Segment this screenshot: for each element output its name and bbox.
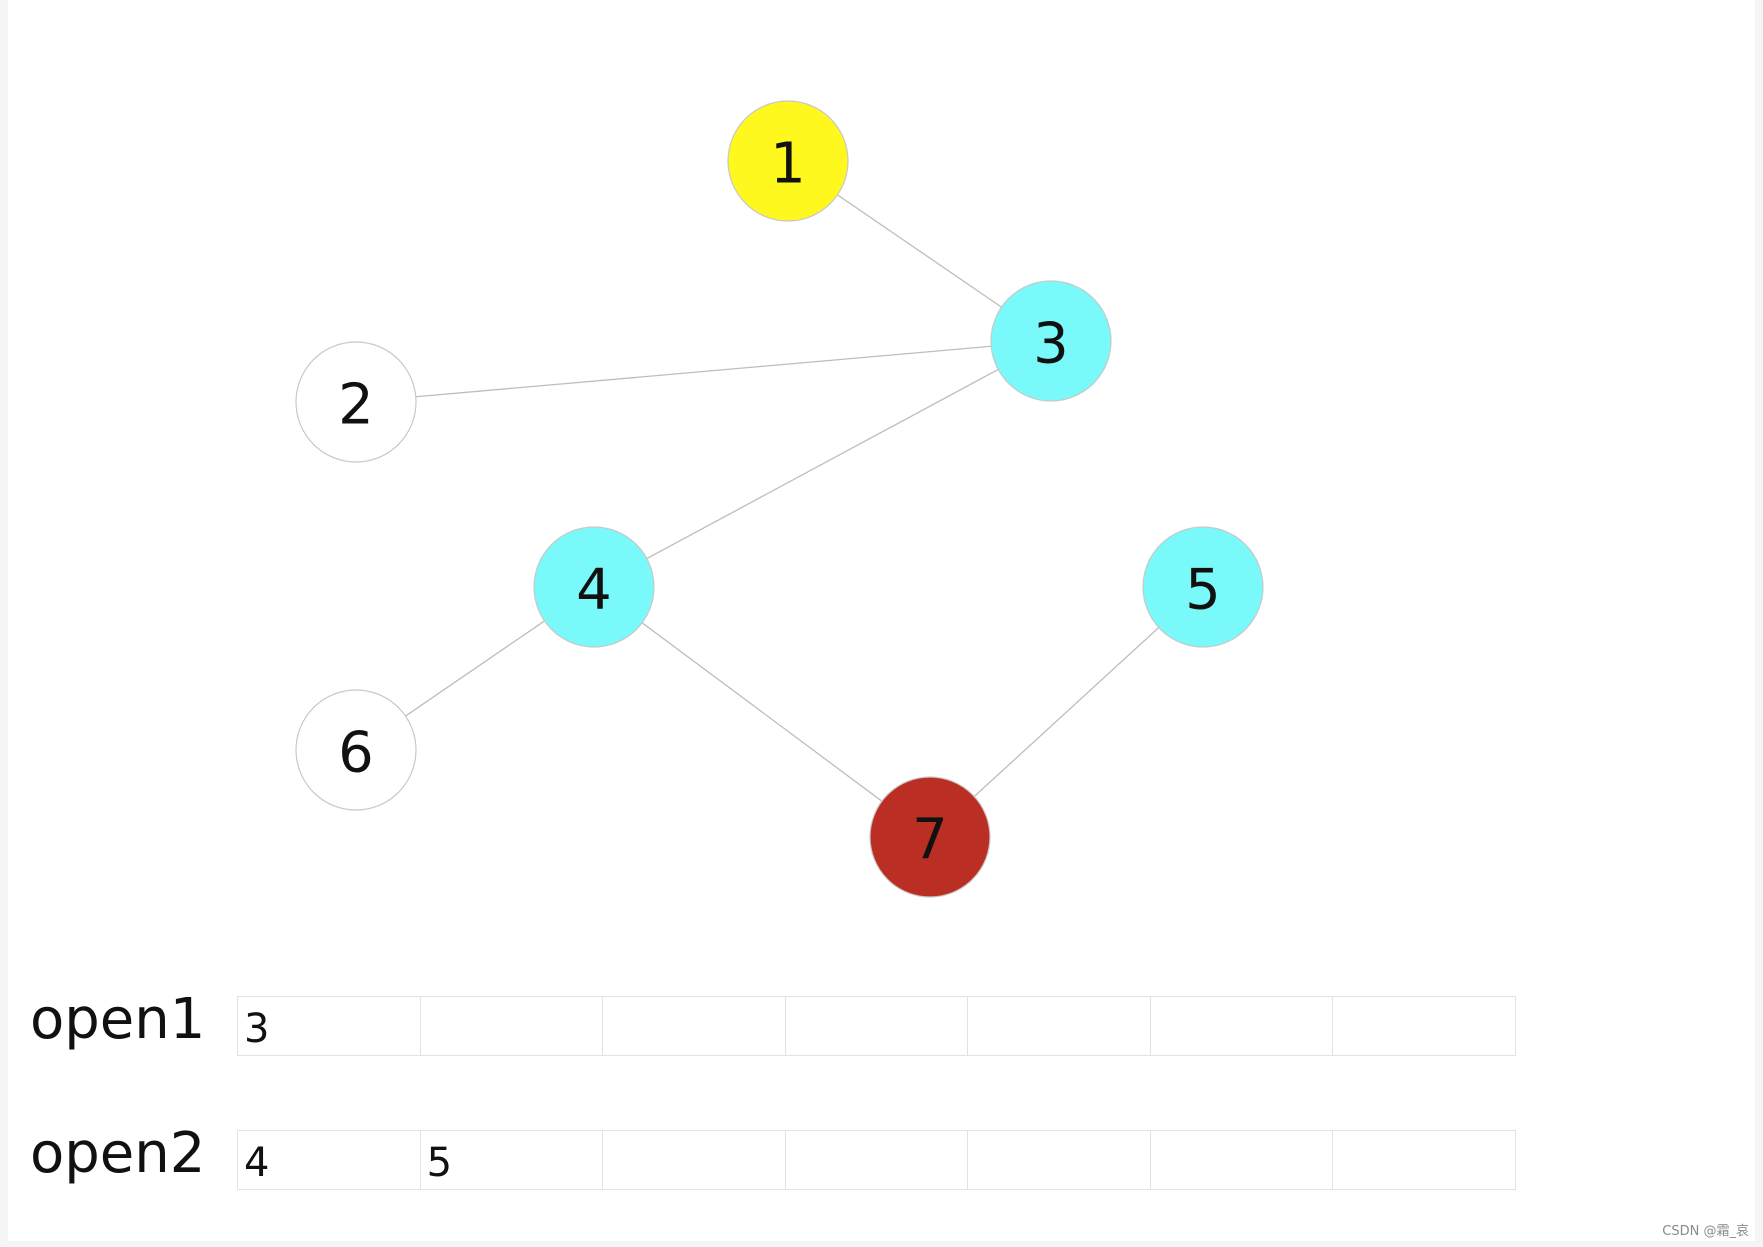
node-label: 3	[1033, 312, 1069, 377]
node-4: 4	[533, 526, 655, 648]
edge-3-4	[646, 368, 999, 560]
edge-1-3	[837, 194, 1002, 308]
node-circle	[295, 689, 417, 811]
graph: 1 2 3 4 5 6 7	[295, 100, 1264, 898]
open1-label: open1	[30, 987, 206, 1052]
node-5: 5	[1142, 526, 1264, 648]
node-label: 5	[1185, 558, 1221, 623]
open2-cell	[968, 1131, 1151, 1189]
open1-cell: 3	[238, 997, 421, 1055]
open2-cell: 5	[421, 1131, 604, 1189]
open1-queue: 3	[237, 996, 1516, 1056]
open2-cell: 4	[238, 1131, 421, 1189]
node-label: 6	[338, 721, 374, 786]
open2-queue: 4 5	[237, 1130, 1516, 1190]
node-label: 2	[338, 373, 374, 438]
edge-4-6	[405, 620, 545, 717]
watermark: CSDN @霜_哀	[1662, 1224, 1749, 1239]
open1-cell	[1333, 997, 1515, 1055]
node-2: 2	[295, 341, 417, 463]
node-1: 1	[727, 100, 849, 222]
edge-4-7	[641, 622, 883, 802]
node-circle	[533, 526, 655, 648]
open1-cell	[968, 997, 1151, 1055]
node-circle	[990, 280, 1112, 402]
node-circle	[869, 776, 991, 898]
open2-cell	[603, 1131, 786, 1189]
node-circle	[295, 341, 417, 463]
edge-2-3	[415, 345, 992, 398]
open2-cell	[786, 1131, 969, 1189]
open1-cell	[421, 997, 604, 1055]
node-3: 3	[990, 280, 1112, 402]
node-label: 1	[770, 132, 806, 197]
node-6: 6	[295, 689, 417, 811]
node-circle	[727, 100, 849, 222]
node-label: 4	[576, 558, 612, 623]
graph-edges	[405, 194, 1160, 802]
graph-nodes: 1 2 3 4 5 6 7	[295, 100, 1264, 898]
node-circle	[1142, 526, 1264, 648]
open1-cell	[603, 997, 786, 1055]
open2-label: open2	[30, 1121, 206, 1186]
open2-cell	[1333, 1131, 1515, 1189]
edge-5-7	[973, 627, 1160, 797]
open2-cell	[1151, 1131, 1334, 1189]
node-7: 7	[869, 776, 991, 898]
open1-cell	[1151, 997, 1334, 1055]
open1-cell	[786, 997, 969, 1055]
node-label: 7	[912, 808, 948, 873]
